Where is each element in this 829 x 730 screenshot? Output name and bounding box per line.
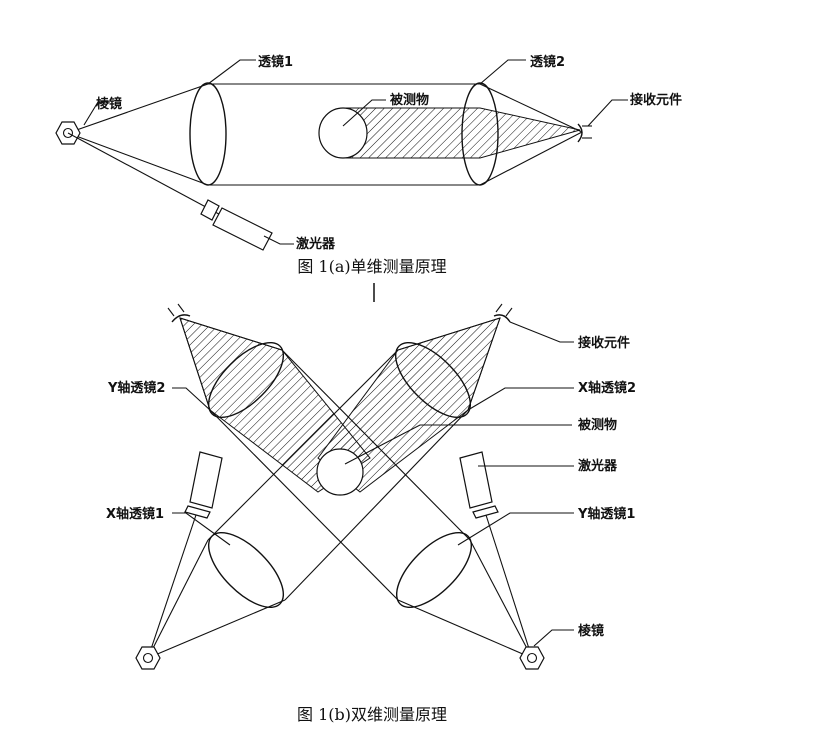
- label-y-lens2: Y轴透镜2: [107, 380, 165, 396]
- receiver-a: [577, 123, 592, 143]
- caption-b: 图 1(b)双维测量原理: [297, 705, 447, 724]
- label-prism-a: 棱镜: [96, 96, 122, 112]
- laser-a: [67, 132, 273, 251]
- label-laser-b: 激光器: [578, 458, 618, 474]
- figure-a: 棱镜 透镜1 透镜2 被测物 接收元件 激光器 图 1(a)单维测量原理: [55, 54, 682, 276]
- prism-b-right: [519, 646, 545, 670]
- label-prism-b: 棱镜: [578, 623, 604, 639]
- figure-b: 接收元件 Y轴透镜2 X轴透镜2 被测物 激光器 X轴透镜1 Y轴透镜1 棱镜 …: [106, 303, 636, 724]
- label-lens2-a: 透镜2: [530, 54, 565, 70]
- object-b: [316, 448, 364, 496]
- label-object-b: 被测物: [577, 417, 617, 433]
- label-receiver-a: 接收元件: [630, 92, 682, 108]
- laser-b-left: [184, 451, 223, 519]
- y-lens-1: [395, 531, 473, 609]
- label-receiver-b: 接收元件: [578, 335, 630, 351]
- x-lens-2: [394, 341, 472, 419]
- receiver-b-right: [493, 303, 513, 323]
- prism-b-left: [135, 646, 161, 670]
- lens-1: [189, 82, 227, 186]
- laser-b-right: [459, 451, 499, 519]
- lens-2: [461, 82, 499, 186]
- caption-a: 图 1(a)单维测量原理: [297, 257, 446, 276]
- label-object-a: 被测物: [389, 92, 429, 108]
- label-x-lens1: X轴透镜1: [106, 506, 164, 522]
- x-lens-1: [207, 531, 285, 609]
- label-laser-a: 激光器: [296, 236, 336, 252]
- object-a: [318, 107, 368, 159]
- receiver-b-left: [167, 303, 191, 323]
- y-lens-2: [207, 341, 285, 419]
- label-y-lens1: Y轴透镜1: [577, 506, 635, 522]
- label-lens1-a: 透镜1: [258, 54, 293, 70]
- label-x-lens2: X轴透镜2: [578, 380, 636, 396]
